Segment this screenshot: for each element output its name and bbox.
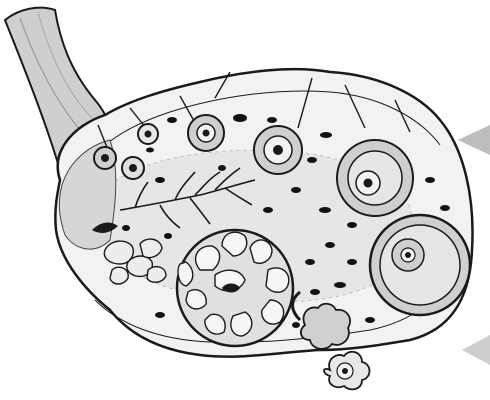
growing-follicle	[337, 140, 413, 216]
pointer-mark-upper	[458, 125, 490, 155]
pointer-mark-lower	[462, 335, 490, 365]
mature-follicle	[370, 215, 470, 315]
primary-follicle	[188, 115, 224, 151]
corpus-luteum	[177, 230, 293, 346]
secondary-follicle	[254, 126, 302, 174]
released-oocyte	[324, 352, 370, 390]
